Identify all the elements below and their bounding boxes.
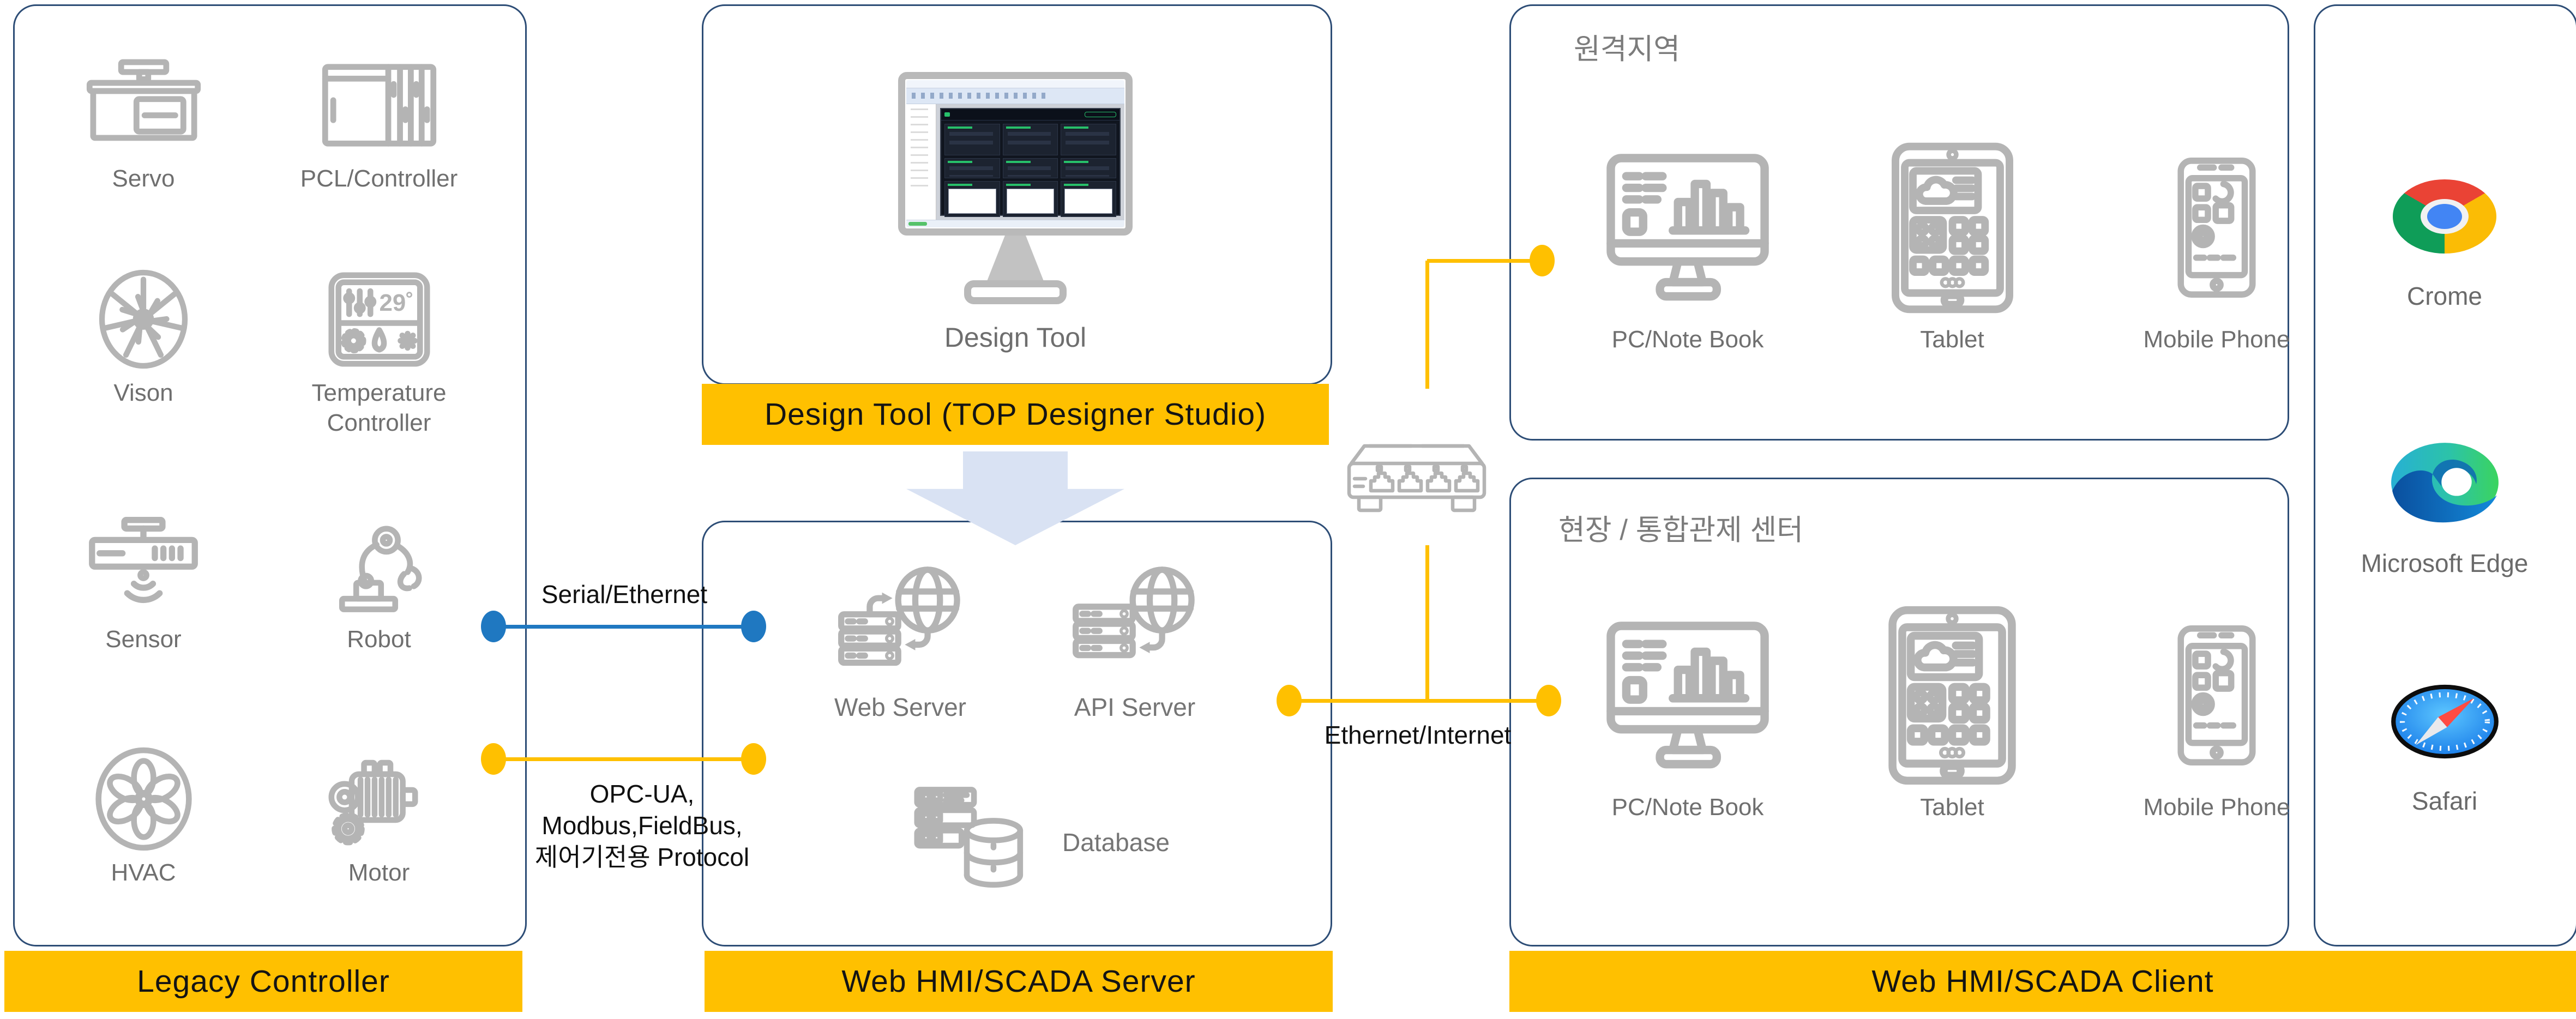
connection-dot — [1536, 685, 1561, 716]
plc-controller-icon — [264, 52, 493, 158]
dashboard-header — [941, 109, 1120, 120]
browser-safari: Safari — [2336, 664, 2554, 816]
device-label: Sensor — [105, 626, 182, 653]
opc-protocol-label: OPC-UA, Modbus,FieldBus, 제어기전용 Protocol — [466, 779, 818, 873]
browser-chrome: Crome — [2336, 159, 2554, 311]
web-server-icon — [786, 556, 1015, 692]
vision-camera-icon — [29, 266, 258, 372]
opc-protocol-line — [493, 757, 754, 761]
motor-icon — [264, 746, 493, 852]
tablet-icon — [1832, 604, 2072, 787]
device-label: PCL/Controller — [300, 165, 458, 192]
tablet-icon — [1832, 136, 2072, 319]
robot-arm-icon — [264, 512, 493, 619]
chrome-icon — [2336, 159, 2554, 274]
sensor-icon — [29, 512, 258, 619]
browser-edge: Microsoft Edge — [2336, 426, 2554, 578]
opc-label-line2: Modbus,FieldBus, — [541, 811, 743, 840]
design-tool-caption: Design Tool — [944, 322, 1087, 353]
app-toolbar — [906, 88, 1124, 104]
client-device-pc: PC/Note Book — [1568, 604, 1808, 822]
app-statusbar — [906, 220, 1124, 227]
switch-to-remote-line — [1427, 259, 1542, 263]
web-hmi-scada-server-panel — [702, 521, 1332, 946]
client-device-tablet: Tablet — [1832, 136, 2072, 354]
client-device-mobile: Mobile Phone — [2097, 136, 2337, 354]
device-label: Mobile Phone — [2143, 326, 2290, 353]
serial-ethernet-label: Serial/Ethernet — [541, 580, 708, 608]
web-hmi-scada-client-banner: Web HMI/SCADA Client — [1509, 951, 2576, 1012]
device-label: Mobile Phone — [2143, 794, 2290, 821]
device-sensor: Sensor — [29, 512, 258, 654]
web-hmi-scada-server-banner: Web HMI/SCADA Server — [705, 951, 1333, 1012]
connection-dot — [1277, 685, 1302, 716]
device-motor: Motor — [264, 746, 493, 888]
monitor-base — [964, 280, 1067, 304]
serial-ethernet-line — [493, 625, 754, 629]
device-label: Tablet — [1920, 794, 1984, 821]
node-label: Web Server — [834, 693, 967, 721]
node-web-server: Web Server — [786, 556, 1015, 722]
design-tool-banner: Design Tool (TOP Designer Studio) — [702, 384, 1329, 445]
pc-monitor-icon — [1568, 136, 1808, 319]
device-vision: Vison — [29, 266, 258, 408]
device-label: Tablet — [1920, 326, 1984, 353]
device-label: PC/Note Book — [1611, 794, 1764, 821]
browser-label: Crome — [2406, 282, 2483, 310]
device-label: Vison — [113, 379, 173, 406]
browser-label: Microsoft Edge — [2361, 549, 2529, 577]
node-label: API Server — [1074, 693, 1196, 721]
connection-dot — [741, 611, 766, 642]
switch-up-line — [1425, 261, 1429, 389]
ethernet-internet-line — [1289, 699, 1549, 703]
network-switch-icon — [1335, 430, 1498, 518]
browser-label: Safari — [2411, 787, 2478, 815]
device-robot: Robot — [264, 512, 493, 654]
connection-dot — [1530, 245, 1555, 276]
device-label: Servo — [112, 165, 175, 192]
opc-label-line3: 제어기전용 Protocol — [534, 842, 750, 871]
mobile-phone-icon — [2097, 604, 2337, 787]
connection-dot — [741, 743, 766, 775]
device-label: PC/Note Book — [1611, 326, 1764, 353]
device-label: Motor — [348, 859, 410, 886]
safari-icon — [2336, 664, 2554, 779]
pc-monitor-icon — [1568, 604, 1808, 787]
device-servo: Servo — [29, 52, 258, 194]
device-label: Robot — [347, 626, 411, 653]
opc-label-line1: OPC-UA, — [589, 780, 695, 808]
edge-icon — [2336, 426, 2554, 541]
database-icon — [912, 784, 1032, 899]
ethernet-internet-label: Ethernet/Internet — [1324, 721, 1512, 749]
mobile-phone-icon — [2097, 136, 2337, 319]
device-temperature: 29˚ Temperature Controller — [264, 266, 493, 438]
servo-icon — [29, 52, 258, 158]
app-titlebar — [906, 80, 1124, 88]
device-label: HVAC — [111, 859, 176, 886]
connection-dot — [481, 743, 506, 775]
node-api-server: API Server — [1020, 556, 1249, 722]
client-device-tablet: Tablet — [1832, 604, 2072, 822]
design-tool-screenshot — [906, 80, 1124, 227]
app-project-tree — [906, 104, 936, 220]
hvac-fan-icon — [29, 746, 258, 852]
legacy-controller-banner: Legacy Controller — [4, 951, 522, 1012]
api-server-icon — [1020, 556, 1249, 692]
node-label: Database — [1062, 828, 1170, 857]
app-canvas — [936, 104, 1124, 220]
remote-zone-title: 원격지역 — [1574, 33, 1681, 65]
site-zone-title: 현장 / 통합관제 센터 — [1558, 514, 1803, 546]
device-hvac: HVAC — [29, 746, 258, 888]
temperature-controller-icon: 29˚ — [264, 266, 493, 372]
design-tool-monitor-icon — [898, 72, 1133, 236]
connection-dot — [481, 611, 506, 642]
client-device-mobile: Mobile Phone — [2097, 604, 2337, 822]
client-device-pc: PC/Note Book — [1568, 136, 1808, 354]
svg-text:29˚: 29˚ — [379, 289, 413, 316]
device-label: Temperature Controller — [311, 379, 447, 436]
switch-down-line — [1425, 545, 1429, 701]
device-plc: PCL/Controller — [264, 52, 493, 194]
